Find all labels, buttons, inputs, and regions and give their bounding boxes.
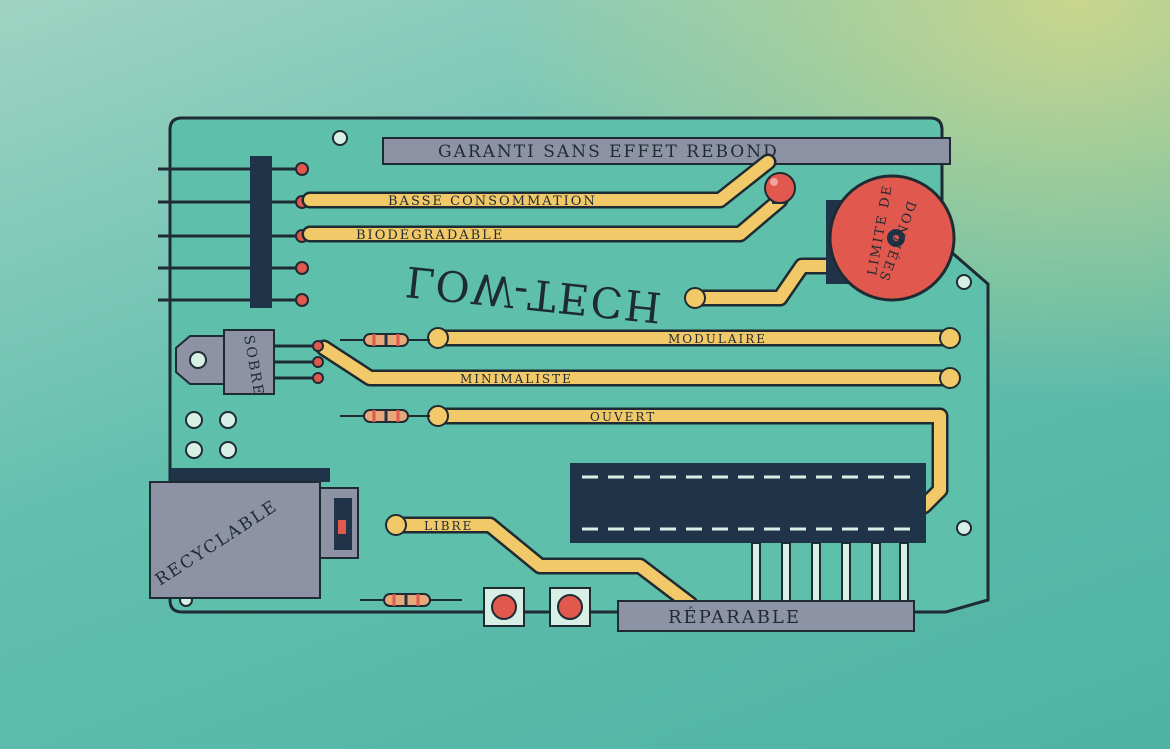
top-banner: [382, 137, 951, 165]
trace-label-libre: LIBRE: [424, 519, 473, 533]
chip-pin-marks: [582, 475, 916, 531]
mount-hole: [332, 130, 348, 146]
regulator-body: [223, 329, 275, 395]
mount-hole: [956, 520, 972, 536]
ic-chip: [570, 463, 926, 543]
push-button: [549, 587, 591, 627]
trace-label-modulaire: MODULAIRE: [668, 332, 767, 346]
trace-label-basse-consommation: BASSE CONSOMMATION: [388, 194, 597, 209]
bottom-banner: [617, 600, 915, 632]
copper-traces: [304, 156, 956, 610]
resistor: [340, 333, 430, 347]
trace-label-minimaliste: MINIMALISTE: [460, 372, 573, 386]
small-pads: [185, 411, 237, 459]
top-banner-label: GARANTI SANS EFFET REBOND: [438, 142, 779, 162]
push-button: [483, 587, 525, 627]
jack-body: [149, 481, 321, 599]
trace-label-biodegradable: BIODÉGRADABLE: [356, 227, 504, 243]
mount-hole: [956, 274, 972, 290]
jack-top: [170, 468, 330, 482]
resistor: [360, 593, 462, 607]
trace-label-ouvert: OUVERT: [590, 410, 656, 424]
pin-header: [158, 167, 300, 302]
pin-header-block: [250, 156, 272, 308]
bottom-banner-label: RÉPARABLE: [668, 605, 801, 628]
trace-pads: [385, 287, 961, 536]
red-led: [764, 172, 796, 204]
resistor: [340, 409, 430, 423]
